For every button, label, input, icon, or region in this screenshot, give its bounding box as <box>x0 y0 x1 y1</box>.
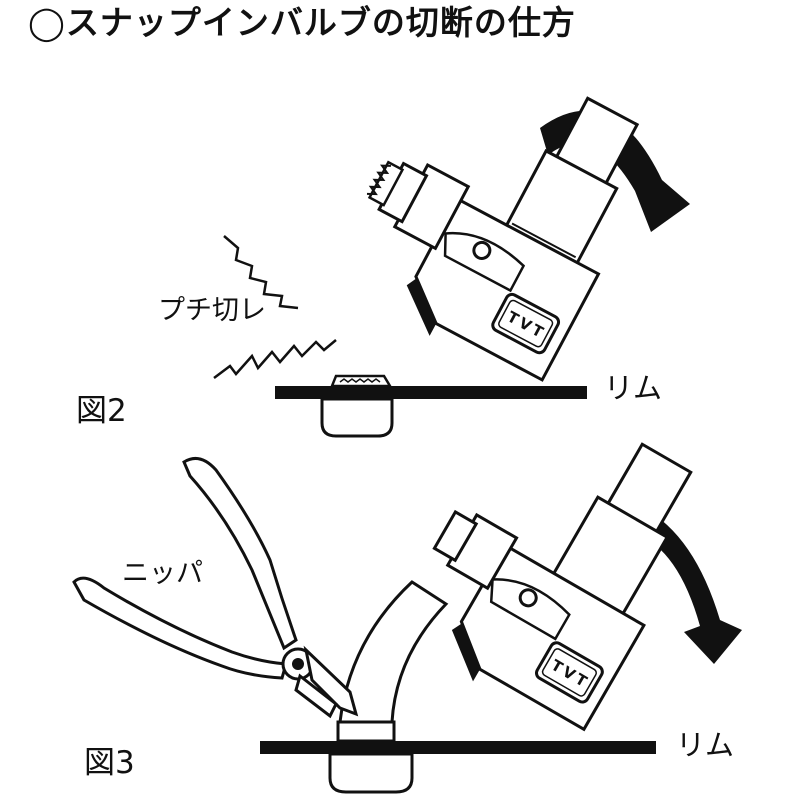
rim-label-figure-3: リム <box>676 728 735 762</box>
figure-3-label: 図3 <box>84 745 135 781</box>
nipper-jaw <box>294 645 359 719</box>
snap-off-label: プチ切レ <box>158 295 266 326</box>
valve-stub-3 <box>328 752 414 794</box>
figure-2-label: 図2 <box>76 393 127 429</box>
rim-bar-3 <box>260 741 656 754</box>
snap-zigzag-upper <box>223 235 299 310</box>
bent-valve-stem-3 <box>338 580 449 724</box>
nipper-label: ニッパ <box>122 558 203 589</box>
nipper-handle-lower <box>72 576 288 680</box>
figure-2-drawing: TVT <box>213 96 690 438</box>
rim-bar-2 <box>275 386 587 399</box>
snap-zigzag-lower <box>213 339 337 379</box>
valve-cutter-tool-3: TVT <box>432 442 693 732</box>
nipper-handle-upper <box>182 456 298 651</box>
valve-cutter-tool-2: TVT <box>366 96 640 382</box>
page-title: ◯スナップインバルブの切断の仕方 <box>28 3 576 42</box>
valve-stub-2 <box>320 397 394 438</box>
figure-3-drawing: TVT <box>72 442 742 794</box>
rim-label-figure-2: リム <box>604 371 663 405</box>
nipper-pliers <box>72 456 359 719</box>
